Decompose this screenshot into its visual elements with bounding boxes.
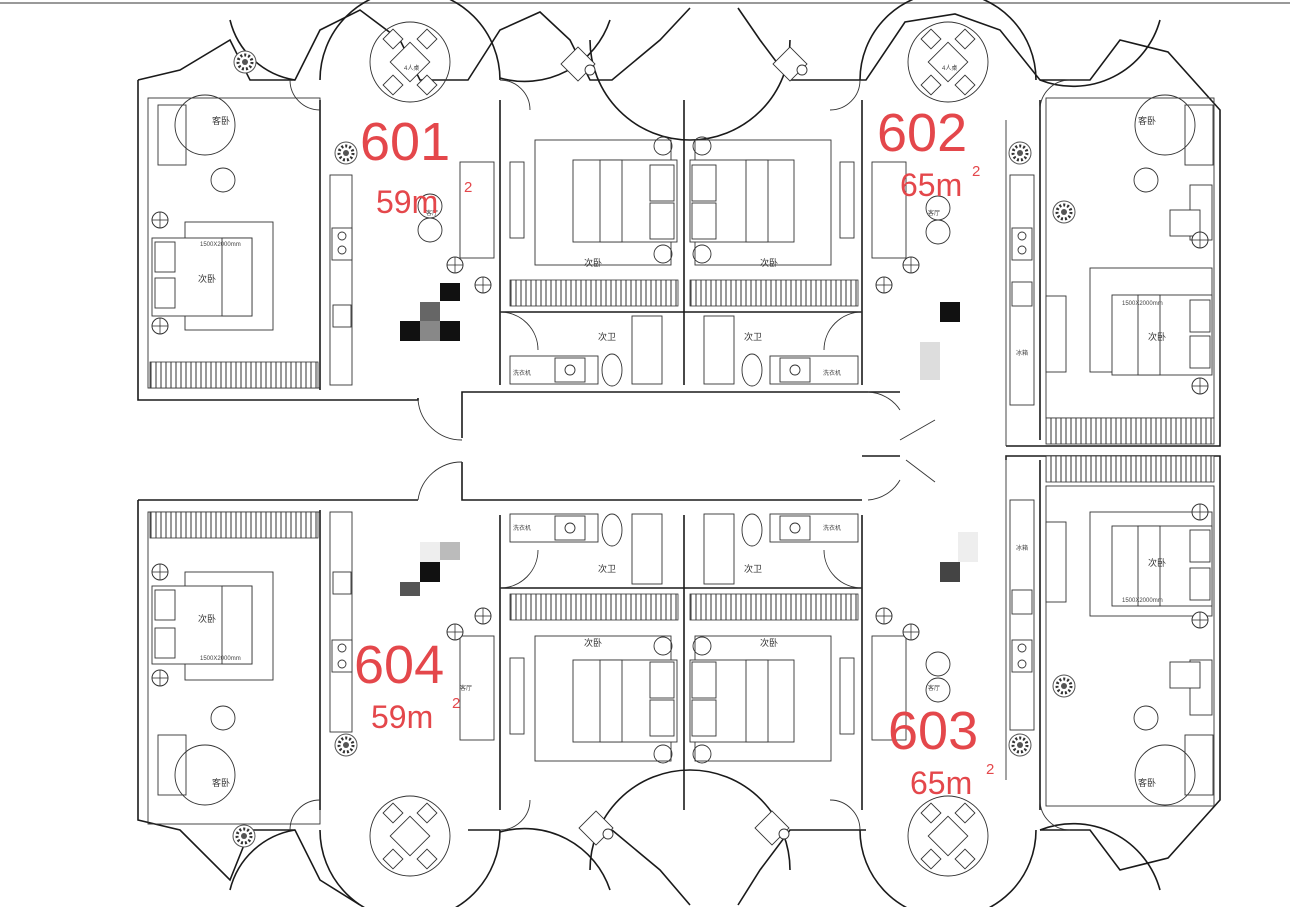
bed-size-label-601: 1500X2000mm <box>200 242 241 248</box>
dining-label-602: 4人桌 <box>942 64 957 72</box>
unit-label-601: 601 59m 2 <box>360 112 472 220</box>
unit-label-604: 604 59m 2 <box>354 635 460 735</box>
secondary-bedroom-label-601b: 次卧 <box>584 257 602 268</box>
bed-size-label-602: 1500X2000mm <box>1122 301 1163 307</box>
washer-label-603: 洗衣机 <box>823 524 841 532</box>
living-label-603: 客厅 <box>928 684 940 692</box>
unit-number-602: 602 <box>877 103 967 163</box>
unit-area-sup-604: 2 <box>452 695 460 712</box>
guest-bedroom-label-601: 客卧 <box>212 115 230 126</box>
fridge-label-603: 冰箱 <box>1016 544 1028 552</box>
fridge-label-602: 冰箱 <box>1016 349 1028 357</box>
unit-label-603: 603 65m 2 <box>888 701 994 801</box>
living-label-604: 客厅 <box>460 684 472 692</box>
unit-number-601: 601 <box>360 112 450 172</box>
guest-bedroom-label-604: 客卧 <box>212 777 230 788</box>
unit-label-602: 602 65m 2 <box>877 103 980 203</box>
bed-size-label-604: 1500X2000mm <box>200 656 241 662</box>
unit-area-604: 59m <box>371 699 433 735</box>
living-label-601: 客厅 <box>426 209 438 217</box>
washer-label-604: 洗衣机 <box>513 524 531 532</box>
washer-label-601: 洗衣机 <box>513 369 531 377</box>
unit-area-602: 65m <box>900 167 962 203</box>
bathroom-label-604: 次卫 <box>598 563 616 574</box>
bathroom-label-601: 次卫 <box>598 331 616 342</box>
guest-bedroom-label-603: 客卧 <box>1138 777 1156 788</box>
secondary-bedroom-label-604b: 次卧 <box>584 637 602 648</box>
secondary-bedroom-label-603: 次卧 <box>1148 557 1166 568</box>
secondary-bedroom-label-601: 次卧 <box>198 273 216 284</box>
bathroom-label-603: 次卫 <box>744 563 762 574</box>
unit-area-sup-603: 2 <box>986 761 994 778</box>
unit-number-604: 604 <box>354 635 444 695</box>
dining-label-601: 4人桌 <box>404 64 419 72</box>
bed-size-label-603: 1500X2000mm <box>1122 598 1163 604</box>
unit-area-603: 65m <box>910 765 972 801</box>
unit-number-603: 603 <box>888 701 978 761</box>
unit-area-601: 59m <box>376 184 438 220</box>
unit-area-sup-601: 2 <box>464 179 472 196</box>
unit-area-sup-602: 2 <box>972 163 980 180</box>
secondary-bedroom-label-603b: 次卧 <box>760 637 778 648</box>
living-label-602: 客厅 <box>928 209 940 217</box>
secondary-bedroom-label-602: 次卧 <box>1148 331 1166 342</box>
bathroom-label-602: 次卫 <box>744 331 762 342</box>
guest-bedroom-label-602: 客卧 <box>1138 115 1156 126</box>
washer-label-602: 洗衣机 <box>823 369 841 377</box>
secondary-bedroom-label-604: 次卧 <box>198 613 216 624</box>
secondary-bedroom-label-602b: 次卧 <box>760 257 778 268</box>
